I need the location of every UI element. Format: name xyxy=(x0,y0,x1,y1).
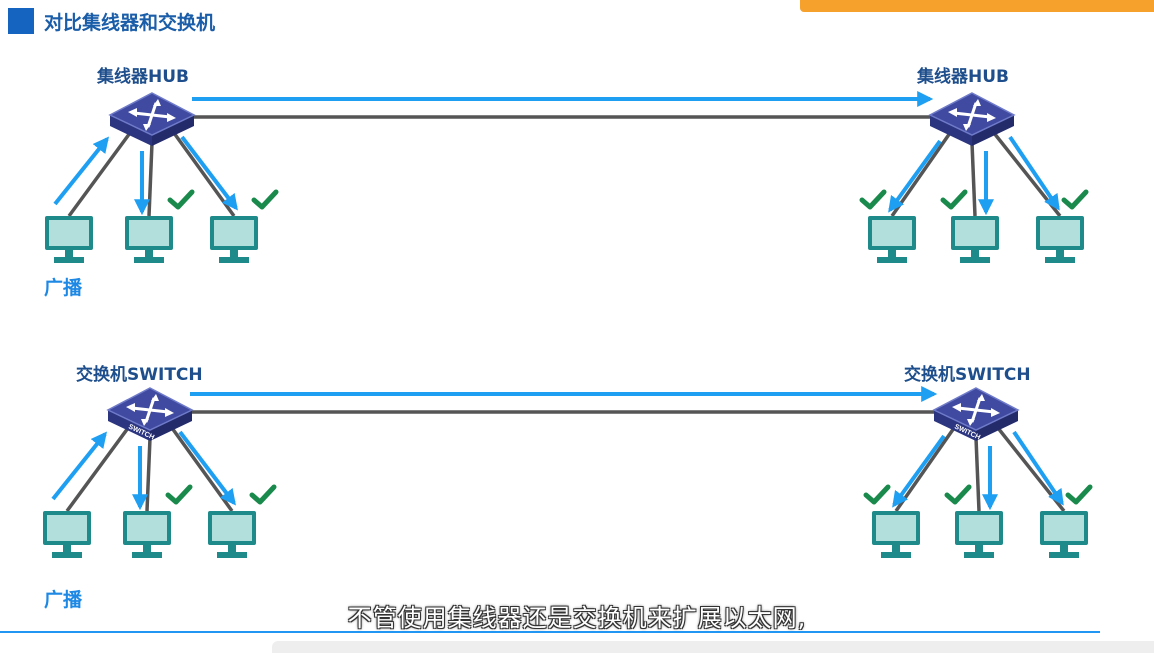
computer-icon xyxy=(125,216,173,263)
check-icon xyxy=(859,189,887,210)
computer-icon xyxy=(1040,511,1088,558)
cable-line xyxy=(145,437,152,512)
cable-line xyxy=(894,426,956,513)
hub-device-icon xyxy=(108,92,196,146)
cable-line xyxy=(65,426,130,513)
check-icon xyxy=(863,484,891,505)
computer-icon xyxy=(868,216,916,263)
computer-icon xyxy=(123,511,171,558)
check-icon xyxy=(249,484,277,505)
flow-arrow xyxy=(1012,430,1064,506)
flow-arrow xyxy=(178,430,236,506)
cable-line xyxy=(974,437,981,512)
hub-broadcast-label: 广播 xyxy=(44,277,83,299)
flow-arrow xyxy=(888,139,942,213)
check-icon xyxy=(944,484,972,505)
check-icon xyxy=(1061,189,1089,210)
check-icon xyxy=(167,189,195,210)
cable-line xyxy=(147,142,154,217)
switch-device-icon: SWITCH xyxy=(932,387,1020,441)
video-subtitle: 不管使用集线器还是交换机来扩展以太网, xyxy=(347,604,807,632)
switch-device-icon: SWITCH xyxy=(106,387,194,441)
hub-device-icon xyxy=(928,92,1016,146)
flow-arrow xyxy=(892,434,946,508)
cable-line xyxy=(67,131,132,218)
flow-arrow xyxy=(1008,135,1060,211)
flow-arrow xyxy=(53,136,109,206)
check-icon xyxy=(940,189,968,210)
switch-broadcast-label: 广播 xyxy=(44,589,83,611)
computer-icon xyxy=(1036,216,1084,263)
check-icon xyxy=(165,484,193,505)
section-header: 对比集线器和交换机 xyxy=(8,8,215,34)
hub-right-label: 集线器HUB xyxy=(917,67,1009,87)
flow-arrow xyxy=(51,431,107,501)
cable-line xyxy=(992,131,1062,218)
cable-line xyxy=(890,131,952,218)
computer-icon xyxy=(208,511,256,558)
check-icon xyxy=(251,189,279,210)
hub-left-label: 集线器HUB xyxy=(97,67,189,87)
flow-arrow xyxy=(180,135,238,211)
computer-icon xyxy=(951,216,999,263)
divider-line xyxy=(0,631,1100,633)
computer-icon xyxy=(45,216,93,263)
section-title: 对比集线器和交换机 xyxy=(44,11,216,34)
cable-line xyxy=(996,426,1066,513)
top-banner xyxy=(800,0,1154,12)
switch-left-label: 交换机SWITCH xyxy=(76,365,203,385)
computer-icon xyxy=(43,511,91,558)
cable-line xyxy=(970,142,977,217)
section-marker xyxy=(8,8,34,34)
check-icon xyxy=(1065,484,1093,505)
computer-icon xyxy=(955,511,1003,558)
computer-icon xyxy=(872,511,920,558)
bottom-bar xyxy=(272,641,1154,653)
switch-right-label: 交换机SWITCH xyxy=(904,365,1031,385)
computer-icon xyxy=(210,216,258,263)
